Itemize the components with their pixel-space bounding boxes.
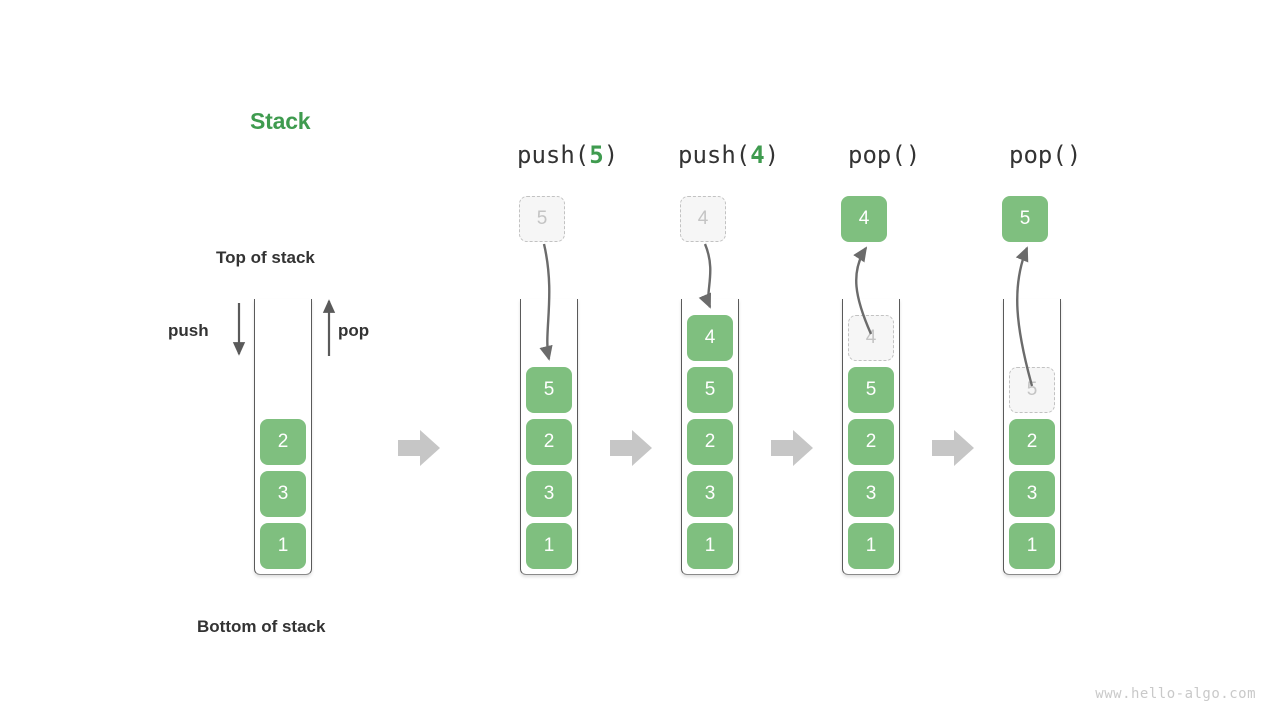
stack-cell-step-4-4: 1 [1009,523,1055,569]
step-header-name: pop [848,141,892,169]
paren-open: ( [1052,141,1067,169]
stack-cell-step-3-2: 5 [848,367,894,413]
stack-cell-step-2-5: 1 [687,523,733,569]
stack-tube-step-4 [1003,299,1061,575]
step-header-arg: 5 [589,141,604,169]
step-header-name: push [678,141,736,169]
step-header-pop-1: pop() [848,141,920,169]
paren-close: ) [905,141,921,169]
stack-cell-step-3-3: 2 [848,419,894,465]
stack-cell-step-2-2: 5 [687,367,733,413]
stack-cell-step-1-2: 2 [526,419,572,465]
initial-stack-cell: 2 [260,419,306,465]
page-title: Stack [250,108,311,134]
step-header-name: pop [1009,141,1053,169]
paren-open: ( [735,141,751,169]
incoming-element-2: 4 [680,196,726,242]
stack-cell-step-3-4: 3 [848,471,894,517]
stack-cell-step-3-5: 1 [848,523,894,569]
stack-cell-step-2-1: 4 [687,315,733,361]
watermark: www.hello-algo.com [1095,686,1256,702]
step-header-push-5: push(5) [517,141,618,169]
paren-close: ) [603,141,619,169]
step-header-name: push [517,141,575,169]
stack-cell-step-1-4: 1 [526,523,572,569]
stack-cell-step-1-3: 3 [526,471,572,517]
flow-right-arrow-icon-4 [932,430,974,466]
paren-open: ( [891,141,906,169]
pop-label: pop [338,321,370,340]
step-header-arg: 4 [750,141,765,169]
stack-tube-step-1 [520,299,578,575]
push-motion-arrow-2 [698,243,712,309]
step-header-push-4: push(4) [678,141,779,169]
popped-element-4: 5 [1002,196,1048,242]
stack-tube-step-3 [842,299,900,575]
popped-element-3: 4 [841,196,887,242]
stack-cell-step-4-1: 5 [1009,367,1055,413]
top-of-stack-label: Top of stack [216,248,315,267]
flow-right-arrow-icon-2 [610,430,652,466]
stack-cell-step-4-2: 2 [1009,419,1055,465]
initial-stack-cell: 3 [260,471,306,517]
paren-close: ) [1066,141,1082,169]
paren-open: ( [574,141,590,169]
flow-right-arrow-icon-3 [771,430,813,466]
stack-tube-step-2 [681,299,739,575]
stack-cell-step-2-4: 3 [687,471,733,517]
initial-stack-tube [254,299,312,575]
stack-cell-step-3-1: 4 [848,315,894,361]
incoming-element-1: 5 [519,196,565,242]
stack-cell-step-2-3: 2 [687,419,733,465]
bottom-of-stack-label: Bottom of stack [197,617,326,636]
paren-close: ) [764,141,780,169]
stack-cell-step-4-3: 3 [1009,471,1055,517]
step-header-pop-2: pop() [1009,141,1081,169]
push-label: push [168,321,209,340]
flow-right-arrow-icon-1 [398,430,440,466]
stack-cell-step-1-1: 5 [526,367,572,413]
initial-stack-cell: 1 [260,523,306,569]
